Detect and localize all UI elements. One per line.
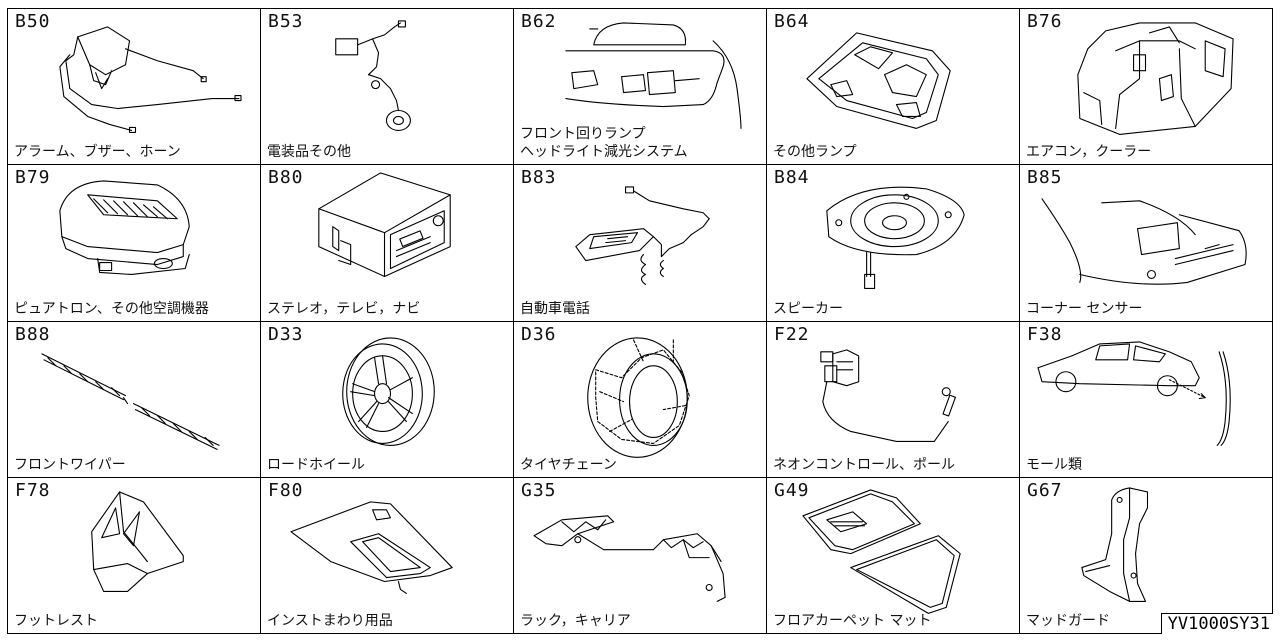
category-label: ロードホイール — [267, 456, 365, 473]
category-cell-g35[interactable]: G35 ラック，キャリア — [514, 477, 767, 634]
category-label: フロント回りランプ ヘッドライト減光システム — [520, 126, 688, 161]
category-cell-d36[interactable]: D36 タイヤチェーン — [514, 321, 767, 478]
wiper-blade-icon — [8, 322, 260, 477]
category-label: タイヤチェーン — [520, 456, 617, 473]
category-label: モール類 — [1026, 456, 1082, 473]
category-cell-b88[interactable]: B88 フロントワイパー — [8, 321, 261, 478]
category-code: B50 — [15, 11, 51, 32]
room-lamp-icon — [767, 9, 1019, 164]
category-label: エアコン，クーラー — [1026, 144, 1152, 161]
category-code: G49 — [774, 479, 810, 501]
category-code: G67 — [1027, 479, 1063, 501]
document-id: YV1000SY31 — [1160, 613, 1273, 634]
air-conditioner-icon — [1020, 9, 1272, 164]
footrest-icon — [8, 478, 260, 633]
molding-icon — [1020, 322, 1272, 477]
car-phone-icon — [514, 165, 766, 320]
category-cell-b62[interactable]: B62 フロント回りランプ ヘッドライト減光システム — [514, 9, 767, 166]
category-cell-f78[interactable]: F78 フットレスト — [8, 477, 261, 634]
category-label: スピーカー — [773, 300, 843, 317]
category-cell-f80[interactable]: F80 インストまわり用品 — [261, 477, 514, 634]
category-label: フットレスト — [14, 613, 98, 629]
parts-category-grid: B50 アラーム、ブザー、ホーン B53 電装品その他 — [7, 8, 1273, 634]
category-cell-g67[interactable]: G67 マッドガード — [1020, 477, 1273, 634]
category-cell-b80[interactable]: B80 ステレオ，テレビ，ナビ — [261, 165, 514, 322]
category-code: B80 — [268, 167, 304, 189]
corner-sensor-icon — [1020, 165, 1272, 320]
category-label: ステレオ，テレビ，ナビ — [267, 300, 421, 317]
air-purifier-icon — [8, 165, 260, 320]
category-cell-d33[interactable]: D33 ロードホイール — [261, 321, 514, 478]
category-code: B84 — [774, 167, 810, 189]
category-label: ネオンコントロール、ポール — [773, 456, 955, 473]
category-cell-b85[interactable]: B85 コーナー センサー — [1020, 165, 1273, 322]
tire-chain-icon — [514, 322, 766, 477]
category-label: 自動車電話 — [520, 300, 590, 317]
speaker-icon — [767, 165, 1019, 320]
category-code: D33 — [268, 323, 304, 345]
category-code: B85 — [1027, 167, 1063, 189]
roof-rack-icon — [514, 478, 766, 633]
category-label: アラーム、ブザー、ホーン — [14, 144, 181, 161]
electrical-parts-icon — [261, 9, 513, 164]
category-cell-b50[interactable]: B50 アラーム、ブザー、ホーン — [8, 9, 261, 166]
category-code: G35 — [521, 479, 557, 501]
category-code: B64 — [774, 11, 810, 32]
console-tray-icon — [261, 478, 513, 633]
category-code: F80 — [268, 479, 304, 501]
category-code: B83 — [521, 167, 557, 189]
category-label: フロントワイパー — [14, 456, 126, 473]
category-cell-f38[interactable]: F38 モール類 — [1020, 321, 1273, 478]
category-code: D36 — [521, 323, 557, 345]
category-label: ピュアトロン、その他空調機器 — [14, 300, 209, 317]
category-cell-b83[interactable]: B83 自動車電話 — [514, 165, 767, 322]
category-label: ラック，キャリア — [520, 613, 631, 629]
floor-mat-icon — [767, 478, 1019, 633]
category-cell-g49[interactable]: G49 フロアカーペット マット — [767, 477, 1020, 634]
mud-guard-icon — [1020, 478, 1272, 633]
category-code: B53 — [268, 11, 304, 32]
category-label: インストまわり用品 — [267, 613, 393, 629]
car-stereo-icon — [261, 165, 513, 320]
front-lamp-icon — [514, 9, 766, 164]
category-code: F22 — [774, 323, 810, 345]
category-label: コーナー センサー — [1026, 300, 1143, 317]
category-cell-f22[interactable]: F22 ネオンコントロール、ポール — [767, 321, 1020, 478]
category-cell-b84[interactable]: B84 スピーカー — [767, 165, 1020, 322]
category-label: フロアカーペット マット — [773, 613, 932, 629]
neon-control-icon — [767, 322, 1019, 477]
horn-buzzer-icon — [8, 9, 260, 164]
category-label: マッドガード — [1026, 613, 1110, 629]
category-label: その他ランプ — [773, 144, 857, 161]
category-code: F38 — [1027, 323, 1063, 345]
category-code: B76 — [1027, 11, 1063, 32]
category-cell-b76[interactable]: B76 エアコン，クーラー — [1020, 9, 1273, 166]
category-code: B79 — [15, 167, 51, 189]
road-wheel-icon — [261, 322, 513, 477]
category-cell-b79[interactable]: B79 ピュアトロン、その他空調機器 — [8, 165, 261, 322]
category-cell-b64[interactable]: B64 その他ランプ — [767, 9, 1020, 166]
category-code: F78 — [15, 479, 51, 501]
category-code: B88 — [15, 323, 51, 345]
category-code: B62 — [521, 11, 557, 32]
category-cell-b53[interactable]: B53 電装品その他 — [261, 9, 514, 166]
category-label: 電装品その他 — [267, 144, 351, 161]
